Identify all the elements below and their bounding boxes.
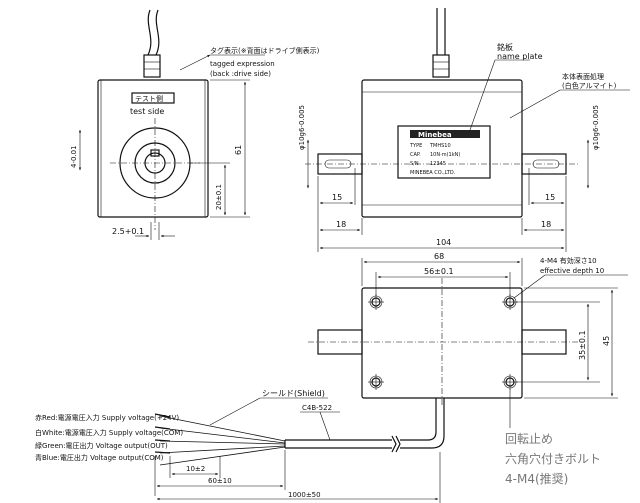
dim-35: 35±0.1 bbox=[578, 330, 587, 360]
svg-text:S/N: S/N bbox=[410, 161, 419, 167]
dim-shaft-right: φ10g6-0.005 bbox=[592, 105, 600, 150]
name-plate bbox=[397, 125, 491, 179]
dim-45: 45 bbox=[602, 336, 611, 346]
dim-15-left: 15 bbox=[332, 193, 342, 202]
dim-20: 20±0.1 bbox=[215, 184, 223, 210]
dim-104: 104 bbox=[436, 238, 451, 247]
name-plate-en: name plate bbox=[497, 52, 543, 61]
dim-1000: 1000±50 bbox=[288, 491, 321, 499]
svg-text:MINEBEA CO.,LTD.: MINEBEA CO.,LTD. bbox=[410, 170, 456, 176]
svg-text:CAP.: CAP. bbox=[410, 152, 421, 158]
svg-text:TYPE: TYPE bbox=[409, 143, 422, 149]
tag-note-en1: tagged expression bbox=[210, 60, 275, 68]
bottom-view: 68 56±0.1 4-M4 有効深さ10 effective depth 10… bbox=[308, 252, 628, 405]
dim-18-left: 18 bbox=[336, 220, 346, 229]
test-side-tag bbox=[131, 92, 175, 104]
tag-label-en: test side bbox=[130, 107, 164, 116]
dim-60: 60±10 bbox=[208, 477, 232, 485]
bolt-note: 回転止め 六角穴付きボルト 4-M4(推奨) bbox=[505, 389, 601, 486]
wire-label-white: 白White:電源電圧入力 Supply voltage(COM) bbox=[35, 428, 183, 437]
mounting-hole-bl bbox=[368, 374, 384, 390]
wire-label-red: 赤Red:電源電圧入力 Supply voltage(+24V) bbox=[35, 413, 179, 422]
finish-note: 本体表面処理 bbox=[562, 72, 604, 81]
side-cable-gland bbox=[432, 54, 450, 78]
svg-text:12345: 12345 bbox=[430, 161, 446, 167]
tag-label-jp: テスト側 bbox=[135, 94, 163, 103]
bolt-note-line1: 回転止め bbox=[505, 432, 553, 446]
hole-note1: 4-M4 有効深さ10 bbox=[540, 256, 597, 265]
svg-text:10N·m(1kN): 10N·m(1kN) bbox=[430, 152, 460, 158]
svg-text:TMHS10: TMHS10 bbox=[429, 143, 451, 149]
bolt-note-line2: 六角穴付きボルト bbox=[505, 451, 601, 466]
bottom-shaft-left bbox=[317, 329, 363, 355]
dim-68: 68 bbox=[434, 252, 444, 261]
front-cable-gland bbox=[143, 54, 161, 78]
plate-brand: Minebea bbox=[418, 131, 452, 139]
dim-15-right: 15 bbox=[545, 193, 555, 202]
dim-56: 56±0.1 bbox=[424, 267, 454, 276]
front-cable bbox=[147, 9, 152, 56]
dim-61: 61 bbox=[234, 145, 243, 155]
wire-label-blue: 青Blue:電圧出力 Voltage output(COM) bbox=[35, 453, 164, 462]
dim-4: 4-0.01 bbox=[70, 145, 78, 168]
front-view: テスト側 test side タグ表示(※背面はドライブ側表示) tagged … bbox=[70, 9, 320, 240]
cable-type: C4B-522 bbox=[302, 404, 332, 412]
mounting-hole-tl bbox=[368, 294, 384, 310]
tag-note-jp: タグ表示(※背面はドライブ側表示) bbox=[210, 46, 320, 55]
shield-label: シールド(Shield) bbox=[262, 389, 325, 398]
mounting-hole-br bbox=[502, 374, 518, 390]
bolt-note-line3: 4-M4(推奨) bbox=[505, 472, 568, 486]
dim-2-5: 2.5+0.1 bbox=[112, 227, 144, 236]
wire-label-green: 緑Green:電圧出力 Voltage output(OUT) bbox=[35, 441, 168, 450]
name-plate-jp: 銘板 bbox=[497, 42, 513, 52]
hole-note2: effective depth 10 bbox=[540, 267, 604, 275]
finish-note2: (白色アルマイト) bbox=[562, 81, 617, 90]
front-body bbox=[97, 79, 209, 218]
side-view: Minebea TYPE TMHS10 CAP. 10N·m(1kN) S/N … bbox=[298, 8, 630, 252]
dim-shaft-left: φ10g6-0.005 bbox=[298, 105, 306, 150]
cable-assembly: 赤Red:電源電圧入力 Supply voltage(+24V) 白White:… bbox=[35, 389, 445, 503]
mounting-hole-tr bbox=[502, 294, 518, 310]
tag-note-en2: (back :drive side) bbox=[210, 70, 271, 78]
side-body bbox=[361, 79, 523, 218]
dim-18-right: 18 bbox=[541, 220, 551, 229]
dim-10: 10±2 bbox=[186, 465, 205, 473]
